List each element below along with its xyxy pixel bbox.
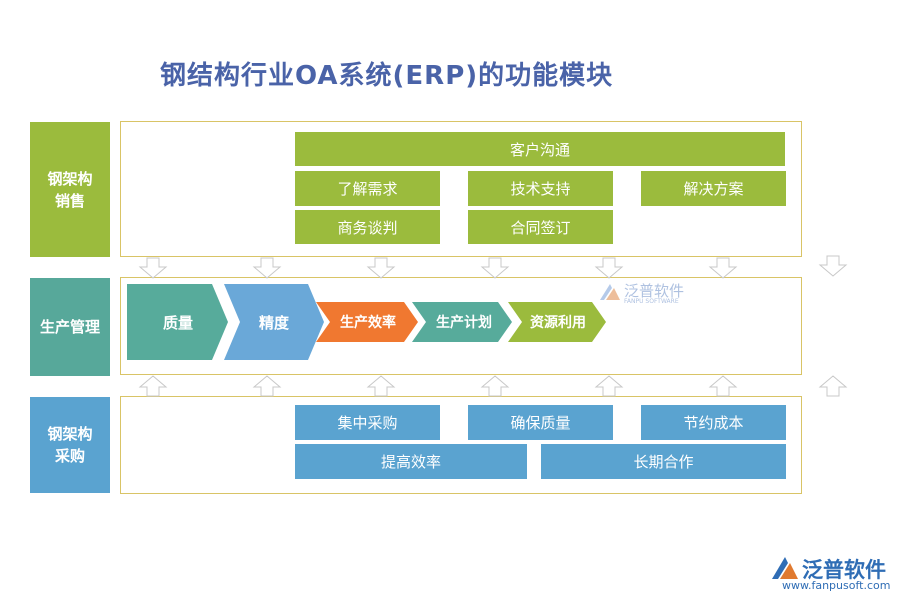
purchase-item-long-term: 长期合作 [541,444,786,479]
chevron-precision [224,284,324,360]
fanpu-logo-icon [772,557,798,579]
sales-item-contract: 合同签订 [468,210,613,244]
sales-item-negotiation: 商务谈判 [295,210,440,244]
purchase-item-cost: 节约成本 [641,405,786,440]
step-resource-label: 资源利用 [530,315,586,331]
step-plan-label: 生产计划 [436,315,492,331]
sales-section-label: 钢架构 销售 [30,122,110,257]
page-title: 钢结构行业OA系统(ERP)的功能模块 [160,61,614,91]
up-arrow-icon [480,375,510,397]
sales-item-tech-support: 技术支持 [468,171,613,206]
step-quality-label: 质量 [162,313,193,332]
chevron-resource [508,302,606,342]
up-arrow-icon [138,375,168,397]
footer-brand: 泛普软件 [802,558,886,582]
purchase-item-centralized: 集中采购 [295,405,440,440]
purchase-item-efficiency: 提高效率 [295,444,527,479]
sales-item-understand-needs: 了解需求 [295,171,440,206]
footer-url: www.fanpusoft.com [782,579,891,592]
down-arrow-icon [708,257,738,279]
production-section-label: 生产管理 [30,278,110,376]
watermark-brand: 泛普软件 [624,282,685,300]
up-arrow-icon [594,375,624,397]
down-arrow-icon [252,257,282,279]
purchase-item-quality: 确保质量 [468,405,613,440]
fanpu-logo-icon [600,284,620,300]
chevron-quality [127,284,228,360]
down-arrow-icon [818,255,848,277]
down-arrow-icon [138,257,168,279]
up-arrow-icon [708,375,738,397]
up-arrow-icon [366,375,396,397]
step-efficiency-label: 生产效率 [340,315,396,331]
down-arrow-icon [480,257,510,279]
chevron-efficiency [316,302,418,342]
sales-item-customer-communication: 客户沟通 [295,132,785,166]
step-precision-label: 精度 [258,313,289,332]
up-arrow-icon [818,375,848,397]
purchase-section-label: 钢架构 采购 [30,397,110,493]
up-arrow-icon [252,375,282,397]
sales-item-solution: 解决方案 [641,171,786,206]
down-arrow-icon [366,257,396,279]
watermark-sub: FANPU SOFTWARE [624,298,679,305]
chevron-plan [412,302,512,342]
down-arrow-icon [594,257,624,279]
